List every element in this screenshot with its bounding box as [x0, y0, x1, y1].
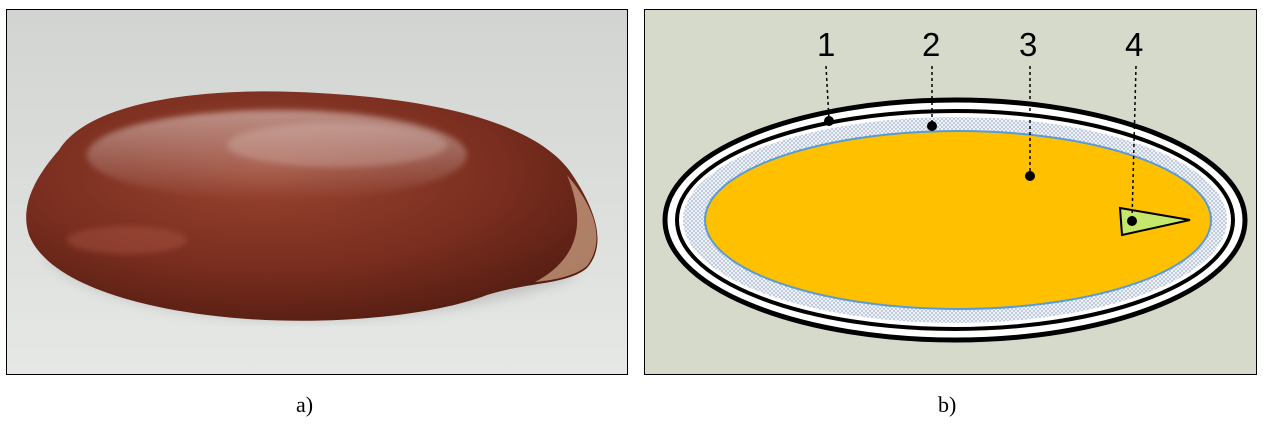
seed-photo — [7, 10, 627, 374]
label-4: 4 — [1125, 26, 1143, 63]
seed-diagram: 1 2 3 4 — [645, 10, 1256, 374]
marker-dot-2 — [927, 121, 937, 131]
label-2: 2 — [922, 26, 940, 63]
caption-b: b) — [938, 392, 956, 418]
caption-a: a) — [296, 392, 313, 418]
label-1: 1 — [817, 26, 835, 63]
seed-diagram-panel: 1 2 3 4 — [644, 9, 1257, 375]
marker-dot-4 — [1127, 216, 1137, 226]
marker-dot-1 — [824, 116, 834, 126]
marker-dot-3 — [1025, 171, 1035, 181]
seed-photo-panel — [6, 9, 628, 375]
label-3: 3 — [1019, 26, 1037, 63]
